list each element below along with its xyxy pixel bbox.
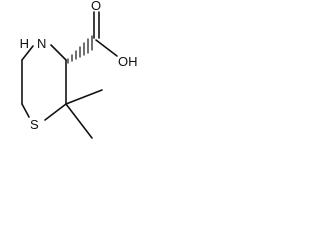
bond-c2-s [44,103,67,121]
stereo-hashed-wedge [67,35,93,64]
bond-c5-n [21,45,34,61]
methyl-bonds [65,89,103,139]
c-oh-bond [95,39,118,57]
thiomorpholine-carboxylic-acid-structure: N H S O OH [20,0,138,139]
bond-s-c6 [21,103,30,118]
nitrogen-label: N [37,36,46,51]
carboxyl-bonds [93,11,118,57]
bond-n-c3 [50,44,67,61]
methyl-bond-1 [65,89,103,105]
hydroxyl-label: OH [118,54,138,69]
nitrogen-hydrogen-label: H [20,36,29,51]
ring-bonds [21,44,67,121]
sulfur-label: S [30,117,39,132]
carbonyl-oxygen-label: O [91,0,101,13]
methyl-bond-2 [65,103,93,139]
